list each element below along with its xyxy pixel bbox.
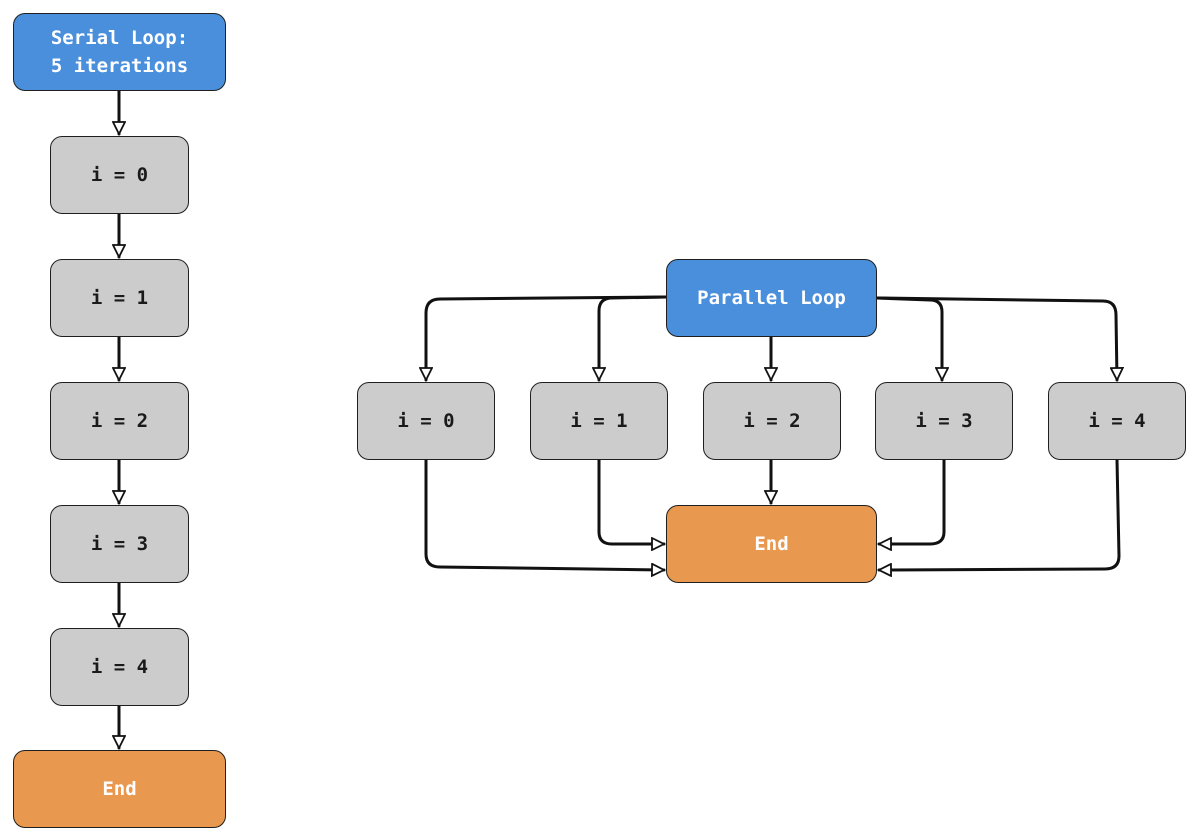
parallel-end-node: End: [666, 505, 877, 583]
serial-iteration-node-4: i = 4: [50, 628, 189, 706]
parallel-edge-start-to-i1: [599, 295, 668, 382]
parallel-iteration-node-2: i = 2: [703, 382, 841, 460]
parallel-loop-start-node: Parallel Loop: [666, 259, 877, 337]
parallel-iteration-node-1: i = 1: [530, 382, 668, 460]
serial-loop-start-node: Serial Loop: 5 iterations: [13, 13, 226, 91]
serial-iteration-node-0: i = 0: [50, 136, 189, 214]
serial-iteration-node-1: i = 1: [50, 259, 189, 337]
parallel-edge-start-to-i0: [426, 295, 668, 382]
parallel-edge-i4-to-end: [877, 458, 1121, 570]
parallel-iteration-node-0: i = 0: [357, 382, 495, 460]
parallel-edge-start-to-i3: [875, 296, 942, 382]
parallel-iteration-node-3: i = 3: [875, 382, 1013, 460]
parallel-edge-i0-to-end: [424, 458, 666, 570]
parallel-edge-start-to-i4: [875, 296, 1117, 382]
serial-iteration-node-2: i = 2: [50, 382, 189, 460]
parallel-edge-i1-to-end: [597, 458, 666, 544]
serial-end-node: End: [13, 750, 226, 828]
serial-iteration-node-3: i = 3: [50, 505, 189, 583]
parallel-iteration-node-4: i = 4: [1048, 382, 1186, 460]
parallel-edge-i3-to-end: [877, 458, 946, 544]
